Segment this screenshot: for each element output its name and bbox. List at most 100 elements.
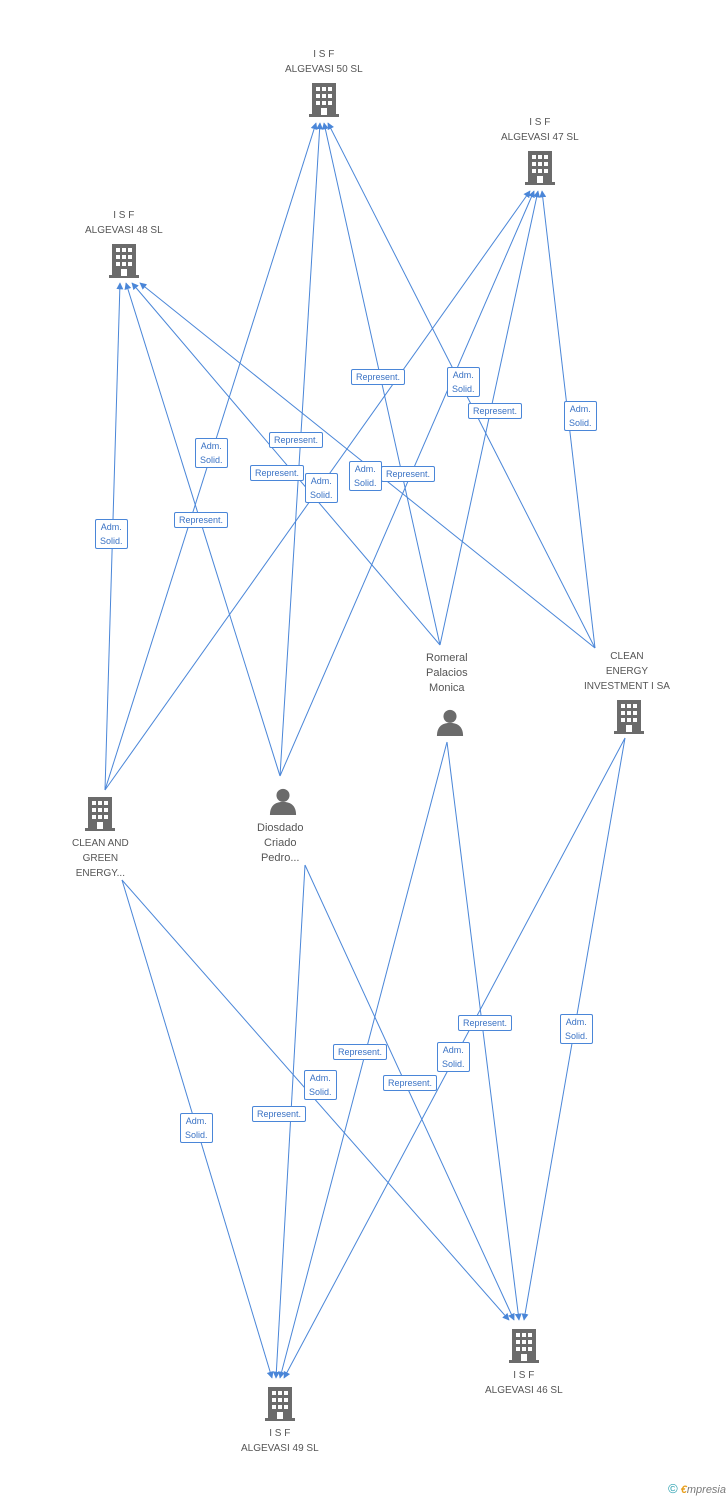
edge-label-line: Adm. bbox=[354, 464, 376, 474]
node-label-line: ALGEVASI 47 SL bbox=[501, 132, 579, 143]
node-label-line: Palacios bbox=[426, 667, 468, 679]
node-label-line: CLEAN bbox=[610, 651, 644, 662]
person-icon-romeral bbox=[436, 709, 464, 736]
edge-diosdado-to-isf46 bbox=[304, 864, 515, 1321]
edge-label-clean_green-to-isf48: Adm. Solid. bbox=[95, 519, 128, 549]
node-label-line: CLEAN AND bbox=[72, 838, 129, 849]
edge-label-diosdado-to-isf50: Represent. bbox=[269, 432, 324, 448]
person-icon-diosdado bbox=[269, 788, 297, 815]
node-label-line: I S F bbox=[269, 1428, 291, 1439]
edge-label-line: Adm. bbox=[100, 522, 122, 532]
edge-label-line: Adm. bbox=[310, 476, 332, 486]
building-icon-isf48 bbox=[109, 244, 139, 278]
edge-label-line: Adm. bbox=[565, 1017, 587, 1027]
edge-romeral-to-isf46 bbox=[446, 741, 522, 1321]
edge-label-line: Solid. bbox=[100, 536, 123, 546]
edge-diosdado-to-isf47 bbox=[279, 190, 535, 777]
node-label-clean_energy[interactable]: CLEAN ENERGY INVESTMENT I SA bbox=[584, 649, 670, 694]
node-label-line: Criado bbox=[264, 837, 297, 849]
edge-label-diosdado-to-isf47: Represent. bbox=[381, 466, 436, 482]
node-label-line: GREEN bbox=[82, 853, 119, 864]
edge-label-clean_energy-to-isf49: Adm. Solid. bbox=[437, 1042, 470, 1072]
brand-name: mpresia bbox=[686, 1484, 726, 1496]
edge-label-line: Solid. bbox=[565, 1031, 588, 1041]
edge-label-line: Represent. bbox=[338, 1047, 383, 1057]
edge-label-line: Adm. bbox=[569, 404, 591, 414]
node-label-line: Diosdado bbox=[257, 822, 304, 834]
edge-label-diosdado-to-isf48: Represent. bbox=[174, 512, 229, 528]
building-icon-isf46 bbox=[509, 1329, 539, 1363]
edge-label-line: Solid. bbox=[442, 1059, 465, 1069]
building-icon-isf49 bbox=[265, 1387, 295, 1421]
edge-label-line: Solid. bbox=[310, 490, 333, 500]
node-label-line: ALGEVASI 46 SL bbox=[485, 1385, 563, 1396]
edge-romeral-to-isf49 bbox=[278, 741, 448, 1379]
edge-label-line: Solid. bbox=[452, 384, 475, 394]
edge-label-romeral-to-isf48: Represent. bbox=[250, 465, 305, 481]
edge-label-line: Represent. bbox=[255, 468, 300, 478]
edge-label-clean_energy-to-isf46: Adm. Solid. bbox=[560, 1014, 593, 1044]
node-label-line: I S F bbox=[529, 117, 551, 128]
edge-label-clean_green-to-isf50: Adm. Solid. bbox=[195, 438, 228, 468]
node-label-isf50[interactable]: I S F ALGEVASI 50 SL bbox=[285, 47, 363, 77]
node-label-line: ENERGY... bbox=[75, 868, 125, 879]
node-label-line: ALGEVASI 50 SL bbox=[285, 64, 363, 75]
building-icon-clean_green bbox=[85, 797, 115, 831]
edges-layer bbox=[104, 122, 626, 1379]
edge-label-romeral-to-isf50: Represent. bbox=[351, 369, 406, 385]
edge-label-diosdado-to-isf49: Represent. bbox=[252, 1106, 307, 1122]
edge-label-clean_energy-to-isf48: Adm. Solid. bbox=[349, 461, 382, 491]
edge-label-line: Represent. bbox=[274, 435, 319, 445]
edge-label-line: Adm. bbox=[452, 370, 474, 380]
icons-layer bbox=[85, 83, 644, 1421]
edge-label-line: Adm. bbox=[309, 1073, 331, 1083]
edge-label-clean_green-to-isf46: Adm. Solid. bbox=[304, 1070, 337, 1100]
node-label-line: ENERGY bbox=[605, 666, 649, 677]
brand-logo: © €mpresia bbox=[668, 1481, 726, 1496]
edge-label-line: Adm. bbox=[442, 1045, 464, 1055]
node-label-line: ALGEVASI 48 SL bbox=[85, 225, 163, 236]
node-label-isf46[interactable]: I S F ALGEVASI 46 SL bbox=[485, 1368, 563, 1398]
node-label-line: Romeral bbox=[426, 652, 468, 664]
edge-label-romeral-to-isf49: Represent. bbox=[333, 1044, 388, 1060]
edge-label-romeral-to-isf47: Represent. bbox=[468, 403, 523, 419]
edge-label-romeral-to-isf46: Represent. bbox=[458, 1015, 513, 1031]
edge-diosdado-to-isf48 bbox=[124, 282, 281, 777]
building-icon-isf47 bbox=[525, 151, 555, 185]
node-label-line: INVESTMENT I SA bbox=[584, 681, 670, 692]
edge-label-line: Solid. bbox=[309, 1087, 332, 1097]
edge-label-line: Solid. bbox=[569, 418, 592, 428]
edge-label-line: Represent. bbox=[356, 372, 401, 382]
edge-label-line: Solid. bbox=[354, 478, 377, 488]
building-icon-isf50 bbox=[309, 83, 339, 117]
edge-label-clean_energy-to-isf47: Adm. Solid. bbox=[564, 401, 597, 431]
node-label-line: Monica bbox=[429, 682, 465, 694]
node-label-isf47[interactable]: I S F ALGEVASI 47 SL bbox=[501, 115, 579, 145]
edge-label-clean_green-to-isf47: Adm. Solid. bbox=[305, 473, 338, 503]
edge-label-clean_energy-to-isf50: Adm. Solid. bbox=[447, 367, 480, 397]
edge-diosdado-to-isf50 bbox=[279, 122, 324, 777]
edge-label-clean_green-to-isf49: Adm.Solid. bbox=[180, 1113, 213, 1143]
node-label-line: I S F bbox=[313, 49, 335, 60]
edge-label-line: Solid. bbox=[185, 1130, 208, 1140]
node-label-line: Pedro... bbox=[260, 852, 300, 864]
edge-label-line: Solid. bbox=[200, 455, 223, 465]
node-label-line: I S F bbox=[513, 1370, 535, 1381]
edge-label-line: Adm. bbox=[200, 441, 222, 451]
building-icon-clean_energy bbox=[614, 700, 644, 734]
edge-label-line: Represent. bbox=[179, 515, 224, 525]
edge-label-line: Represent. bbox=[463, 1018, 508, 1028]
brand-initial: € bbox=[680, 1484, 687, 1496]
edge-label-line: Represent. bbox=[386, 469, 431, 479]
edge-romeral-to-isf48 bbox=[131, 282, 441, 646]
edge-label-line: Represent. bbox=[257, 1109, 302, 1119]
edge-clean_green-to-isf46 bbox=[121, 879, 510, 1321]
node-label-clean_green[interactable]: CLEAN AND GREEN ENERGY... bbox=[72, 836, 129, 881]
node-label-isf49[interactable]: I S F ALGEVASI 49 SL bbox=[241, 1426, 319, 1456]
edge-label-line: Represent. bbox=[388, 1078, 433, 1088]
node-label-line: ALGEVASI 49 SL bbox=[241, 1443, 319, 1454]
edge-label-diosdado-to-isf46: Represent. bbox=[383, 1075, 438, 1091]
